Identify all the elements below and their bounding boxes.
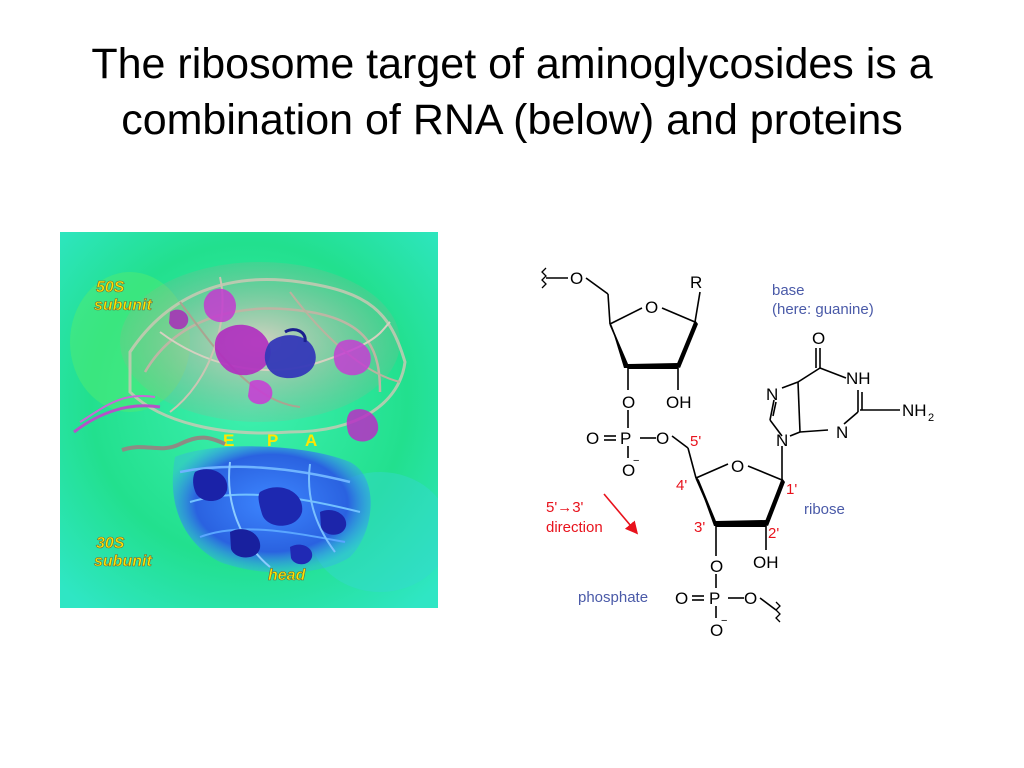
rna-structure-diagram: O R O OH O O P O − O O OH O O P O − O O … (520, 250, 950, 650)
label-30s-subunit: subunit (94, 553, 152, 570)
carbon-label-4prime: 4' (676, 477, 687, 494)
atom-o-double-top: O (586, 429, 599, 448)
annotation-base-guanine: (here: guanine) (772, 301, 874, 318)
subunit-50s-structure (73, 262, 407, 442)
atom-guanine-nh2: NH (902, 401, 927, 420)
annotation-ribose: ribose (804, 501, 845, 518)
atom-o-ring-top: O (645, 298, 658, 317)
site-p-label: P (267, 431, 278, 450)
atom-guanine-o: O (812, 329, 825, 348)
atom-o-ring-bottom: O (731, 457, 744, 476)
mrna-strand (121, 435, 226, 452)
atom-r-group: R (690, 273, 702, 292)
site-e-label: E (223, 431, 234, 450)
atom-oh-top: OH (666, 393, 692, 412)
label-30s: 30S (96, 535, 125, 552)
atom-p-bottom: P (709, 589, 720, 608)
charge-minus-bottom: − (721, 615, 727, 627)
atom-guanine-n-glyco: N (776, 431, 788, 450)
slide-title: The ribosome target of aminoglycosides i… (0, 36, 1024, 148)
label-50s-subunit: subunit (94, 297, 152, 314)
atom-guanine-n-lower: N (836, 423, 848, 442)
atom-p-top: P (620, 429, 631, 448)
slide-title-line-1: The ribosome target of aminoglycosides i… (91, 40, 933, 88)
atom-oh-bottom: OH (753, 553, 779, 572)
atom-o-phosphate-top: O (622, 393, 635, 412)
atom-o-neg-top: O (622, 461, 635, 480)
atom-o-top-link: O (570, 269, 583, 288)
ribosome-structure-image: E P A 50S subunit 30S subunit h (60, 232, 438, 608)
atom-guanine-n-upper: N (766, 385, 778, 404)
annotation-base: base (772, 282, 805, 299)
carbon-label-5prime: 5' (690, 433, 701, 450)
atom-o-double-bottom: O (675, 589, 688, 608)
atom-o-3prime: O (710, 557, 723, 576)
atom-o-5prime: O (656, 429, 669, 448)
carbon-label-3prime: 3' (694, 519, 705, 536)
atom-nh2-subscript: 2 (928, 412, 934, 424)
annotation-direction: direction (546, 519, 603, 536)
label-head: head (268, 567, 307, 584)
rna-structure-svg: O R O OH O O P O − O O OH O O P O − O O … (541, 267, 934, 640)
subunit-30s-structure (172, 446, 371, 573)
atom-o-bottom-link: O (744, 589, 757, 608)
carbon-label-2prime: 2' (768, 525, 779, 542)
ribosome-render: E P A 50S subunit 30S subunit h (60, 232, 438, 608)
site-a-label: A (305, 431, 317, 450)
direction-arrow (603, 493, 639, 535)
charge-minus-top: − (633, 455, 639, 467)
annotation-phosphate: phosphate (578, 589, 648, 606)
wedge-bonds (610, 320, 785, 527)
atom-guanine-nh: NH (846, 369, 871, 388)
trna-site-labels: E P A (223, 431, 317, 450)
carbon-label-1prime: 1' (786, 481, 797, 498)
annotation-direction-5to3: 5'→3' (546, 499, 584, 516)
atom-o-neg-bottom: O (710, 621, 723, 640)
slide-title-line-2: combination of RNA (below) and proteins (121, 96, 903, 144)
subunit-labels: 50S subunit 30S subunit head (94, 279, 307, 585)
label-50s: 50S (96, 279, 125, 296)
